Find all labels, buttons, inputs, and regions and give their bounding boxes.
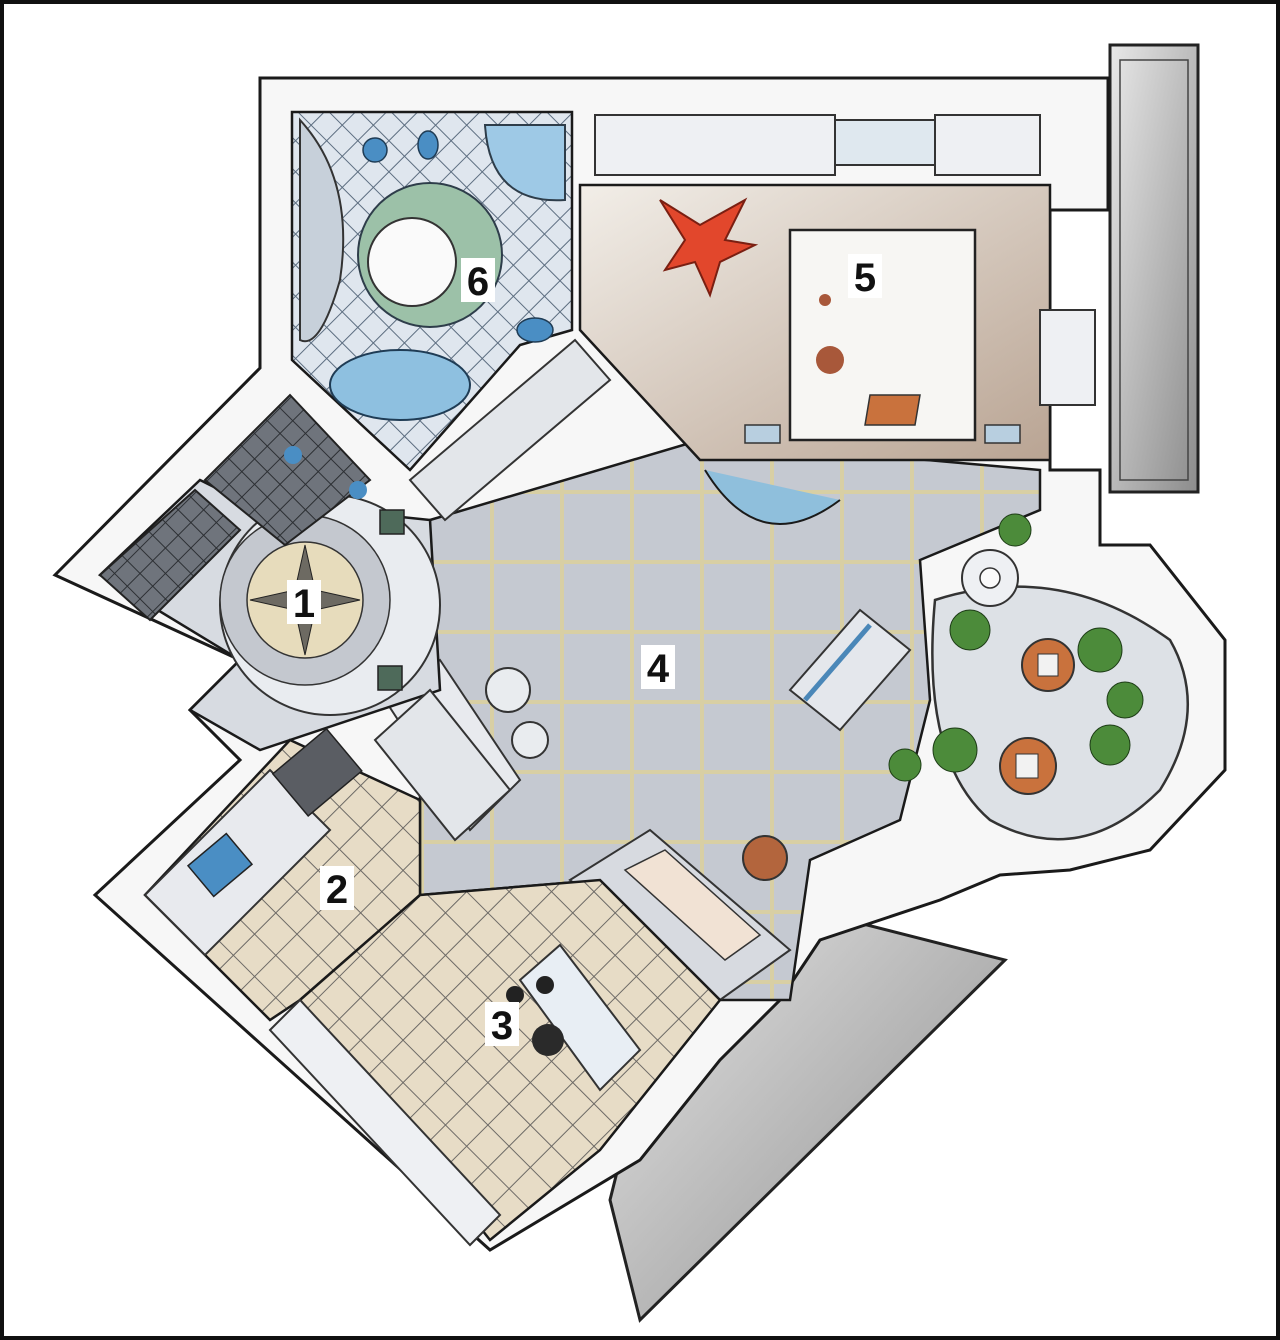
balcony-right [1108,43,1200,494]
room-label-1: 1 [287,580,321,626]
bay-garden [888,513,1190,841]
room-label-4: 4 [641,645,675,691]
room-label-2: 2 [320,866,354,912]
svg-text:3: 3 [491,1004,513,1048]
svg-text:4: 4 [647,647,670,691]
room-label-5: 5 [848,254,882,300]
room-label-3: 3 [485,1002,519,1048]
room-3-dining [268,878,722,1247]
svg-text:5: 5 [854,256,876,300]
room-labels: 1 2 3 4 5 6 [287,254,882,1048]
room-5-bedroom [578,114,1096,462]
wardrobe [408,338,612,522]
room-2-kitchen [143,688,512,1022]
svg-text:6: 6 [467,260,489,304]
room-label-6: 6 [461,258,495,304]
svg-text:2: 2 [326,868,348,912]
room-4-living [383,438,1042,1002]
room-6-bathroom [290,110,574,472]
svg-text:1: 1 [293,582,315,626]
